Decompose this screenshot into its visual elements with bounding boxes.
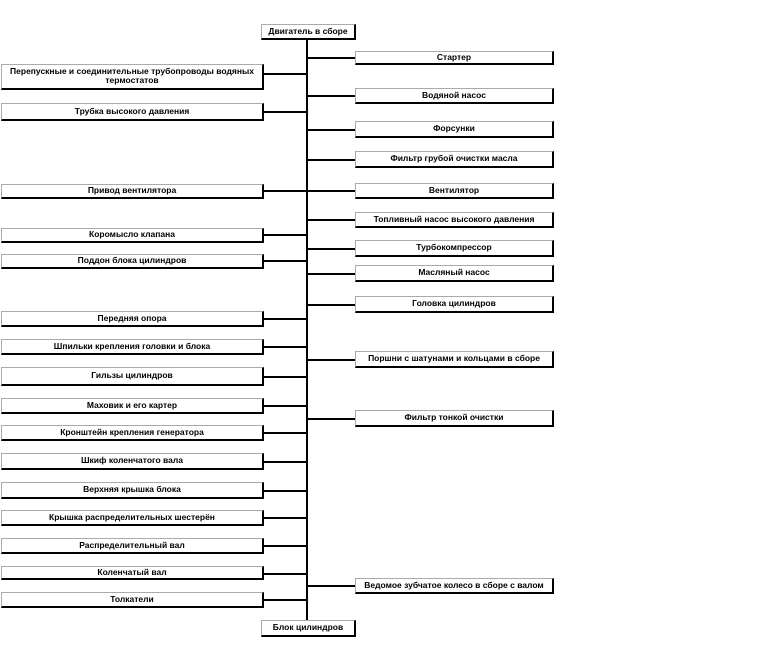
right-item: Форсунки bbox=[355, 121, 554, 138]
left-connector bbox=[263, 599, 306, 601]
right-connector bbox=[308, 585, 355, 587]
right-connector bbox=[308, 57, 355, 59]
left-connector bbox=[263, 190, 306, 192]
left-connector bbox=[263, 490, 306, 492]
right-connector bbox=[308, 304, 355, 306]
left-item: Маховик и его картер bbox=[1, 398, 264, 414]
right-connector bbox=[308, 359, 355, 361]
left-item: Кронштейн крепления генератора bbox=[1, 425, 264, 441]
left-item: Трубка высокого давления bbox=[1, 103, 264, 121]
left-item: Привод вентилятора bbox=[1, 184, 264, 199]
left-item: Передняя опора bbox=[1, 311, 264, 327]
left-item: Крышка распределительных шестерён bbox=[1, 510, 264, 526]
left-connector bbox=[263, 111, 306, 113]
right-item: Фильтр грубой очистки масла bbox=[355, 151, 554, 168]
left-connector bbox=[263, 260, 306, 262]
right-item: Водяной насос bbox=[355, 88, 554, 104]
right-item: Поршни с шатунами и кольцами в сборе bbox=[355, 351, 554, 368]
right-connector bbox=[308, 248, 355, 250]
left-item: Распределительный вал bbox=[1, 538, 264, 554]
left-item: Коленчатый вал bbox=[1, 566, 264, 580]
left-item: Толкатели bbox=[1, 592, 264, 608]
right-connector bbox=[308, 95, 355, 97]
right-connector bbox=[308, 129, 355, 131]
right-item: Ведомое зубчатое колесо в сборе с валом bbox=[355, 578, 554, 594]
right-item: Масляный насос bbox=[355, 265, 554, 282]
left-connector bbox=[263, 376, 306, 378]
right-item: Головка цилиндров bbox=[355, 296, 554, 313]
right-item: Стартер bbox=[355, 51, 554, 65]
left-item: Гильзы цилиндров bbox=[1, 367, 264, 386]
left-item: Перепускные и соединительные трубопровод… bbox=[1, 64, 264, 90]
left-connector bbox=[263, 318, 306, 320]
left-item: Поддон блока цилиндров bbox=[1, 254, 264, 269]
left-item: Шпильки крепления головки и блока bbox=[1, 339, 264, 355]
right-connector bbox=[308, 159, 355, 161]
left-connector bbox=[263, 432, 306, 434]
left-connector bbox=[263, 573, 306, 575]
main-spine-line bbox=[306, 40, 308, 621]
left-item: Верхняя крышка блока bbox=[1, 482, 264, 499]
right-item: Вентилятор bbox=[355, 183, 554, 199]
left-connector bbox=[263, 405, 306, 407]
left-connector bbox=[263, 73, 306, 75]
right-connector bbox=[308, 273, 355, 275]
left-connector bbox=[263, 461, 306, 463]
top-node: Двигатель в сборе bbox=[261, 24, 356, 40]
left-connector bbox=[263, 517, 306, 519]
right-item: Турбокомпрессор bbox=[355, 240, 554, 257]
right-connector bbox=[308, 219, 355, 221]
right-item: Топливный насос высокого давления bbox=[355, 212, 554, 228]
right-item: Фильтр тонкой очистки bbox=[355, 410, 554, 427]
left-connector bbox=[263, 545, 306, 547]
left-item: Коромысло клапана bbox=[1, 228, 264, 243]
left-connector bbox=[263, 346, 306, 348]
left-connector bbox=[263, 234, 306, 236]
left-item: Шкиф коленчатого вала bbox=[1, 453, 264, 470]
bottom-node: Блок цилиндров bbox=[261, 620, 356, 637]
right-connector bbox=[308, 190, 355, 192]
right-connector bbox=[308, 418, 355, 420]
